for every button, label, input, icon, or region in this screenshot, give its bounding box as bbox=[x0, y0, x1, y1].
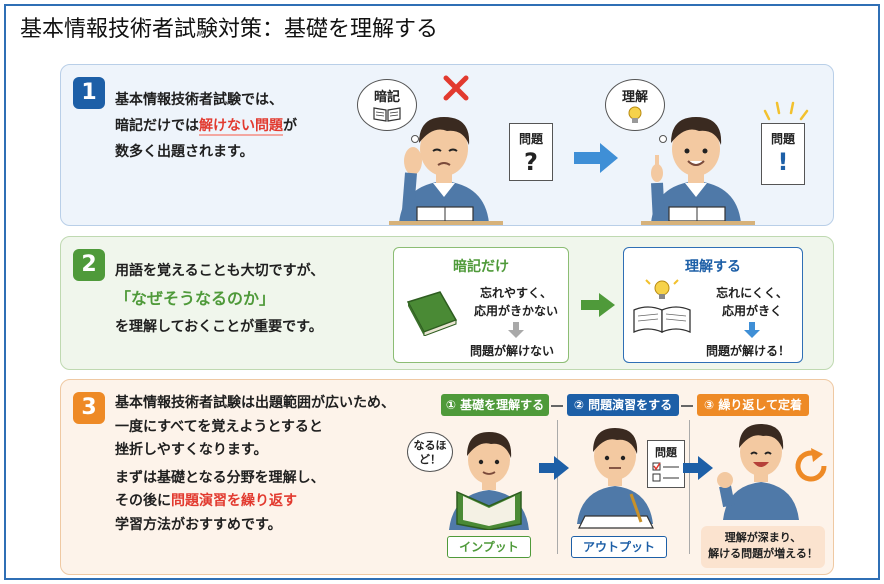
column-divider-1 bbox=[557, 420, 558, 554]
bubble-tail-dot bbox=[411, 135, 419, 143]
panel-3-line-5-pre: その後に bbox=[115, 493, 171, 509]
memorize-bubble-text: 暗記 bbox=[373, 90, 400, 105]
confused-student-illustration bbox=[399, 117, 489, 223]
understand-thought-bubble: 理解 bbox=[605, 79, 665, 131]
panel-1-highlight: 解けない問題 bbox=[199, 118, 283, 136]
understand-result: 問題が解ける！ bbox=[705, 344, 790, 358]
memorize-thought-bubble: 暗記 bbox=[357, 79, 417, 131]
panel-3-text: 基本情報技術者試験は出題範囲が広いため、 一度にすべてを覚えようとすると 挫折し… bbox=[115, 392, 395, 537]
blue-right-arrow-icon-1 bbox=[539, 456, 569, 480]
question-card-label: 問題 bbox=[518, 132, 543, 146]
result-box: 理解が深まり、 解ける問題が増える！ bbox=[701, 526, 825, 568]
step-pill-practice: ② 問題演習をする bbox=[567, 394, 679, 416]
exclamation-mark: ! bbox=[777, 148, 789, 176]
step-number-3: 3 bbox=[73, 392, 105, 424]
result-line-1: 理解が深まり、 bbox=[724, 531, 802, 544]
step-connector-1 bbox=[551, 405, 563, 407]
page-title: 基本情報技術者試験対策：基礎を理解する bbox=[20, 17, 439, 42]
panel-3-line-3: 挫折しやすくなります。 bbox=[115, 442, 268, 458]
panel-1-line-3: 数多く出題されます。 bbox=[115, 144, 254, 160]
understanding-student-illustration bbox=[651, 117, 741, 223]
question-card-solved: 問題 ! bbox=[761, 123, 805, 185]
problem-sheet: 問題 bbox=[647, 440, 685, 488]
solved-card-label: 問題 bbox=[770, 132, 795, 146]
panel-2-line-1: 用語を覚えることも大切ですが、 bbox=[115, 263, 325, 279]
panel-3-line-5: その後に問題演習を繰り返す bbox=[115, 490, 395, 514]
memorize-desc-2: 応用がきかない bbox=[473, 304, 558, 318]
panel-3-highlight: 問題演習を繰り返す bbox=[171, 493, 297, 509]
panel-1: 1 基本情報技術者試験では、 暗記だけでは解けない問題が 数多く出題されます。 … bbox=[60, 64, 834, 226]
question-card-unknown: 問題 ? bbox=[509, 123, 553, 181]
memorize-only-title: 暗記だけ bbox=[453, 259, 509, 275]
sparkle-icon bbox=[763, 101, 809, 121]
step-connector-2 bbox=[681, 405, 693, 407]
desk-right bbox=[641, 221, 755, 225]
memorize-result: 問題が解けない bbox=[469, 344, 554, 358]
understand-bubble-text: 理解 bbox=[621, 90, 648, 105]
understand-desc-1: 忘れにくく、 bbox=[716, 286, 788, 300]
panel-1-line-2-pre: 暗記だけでは bbox=[115, 118, 199, 134]
open-book-with-bulb-icon bbox=[633, 279, 691, 333]
understand-desc-2: 応用がきく bbox=[721, 304, 782, 318]
green-right-arrow-icon bbox=[581, 293, 615, 317]
student-reading-illustration bbox=[449, 432, 529, 530]
panel-2: 2 用語を覚えることも大切ですが、 「なぜそうなるのか」 を理解しておくことが重… bbox=[60, 236, 834, 370]
naruhodo-bubble: なるほど！ bbox=[407, 432, 453, 472]
understand-title: 理解する bbox=[685, 259, 741, 275]
memorize-desc-1: 忘れやすく、 bbox=[479, 286, 552, 300]
step-pill-repeat: ③ 繰り返して定着 bbox=[697, 394, 809, 416]
panel-3: 3 基本情報技術者試験は出題範囲が広いため、 一度にすべてを覚えようとすると 挫… bbox=[60, 379, 834, 575]
column-divider-2 bbox=[689, 420, 690, 554]
slide-frame: 基本情報技術者試験対策：基礎を理解する 1 基本情報技術者試験では、 暗記だけで… bbox=[4, 4, 880, 580]
blue-right-arrow-icon-2 bbox=[683, 456, 713, 480]
right-arrow-icon bbox=[574, 143, 618, 173]
panel-3-line-6: 学習方法がおすすめです。 bbox=[115, 516, 282, 533]
book-icon bbox=[373, 107, 401, 122]
panel-1-text: 基本情報技術者試験では、 暗記だけでは解けない問題が 数多く出題されます。 bbox=[115, 87, 297, 165]
panel-1-line-2: 暗記だけでは解けない問題が bbox=[115, 113, 297, 139]
output-tag: アウトプット bbox=[571, 536, 667, 558]
step-pill-understand: ① 基礎を理解する bbox=[441, 394, 549, 416]
student-writing-illustration bbox=[577, 428, 654, 529]
problem-sheet-label: 問題 bbox=[655, 446, 677, 459]
repeat-cycle-icon bbox=[795, 448, 827, 482]
down-arrow-icon bbox=[508, 322, 524, 338]
light-bulb-icon bbox=[628, 106, 642, 123]
panel-3-line-2: 一度にすべてを覚えようとすると bbox=[115, 418, 323, 435]
panel-2-text: 用語を覚えることも大切ですが、 「なぜそうなるのか」 を理解しておくことが重要で… bbox=[115, 257, 324, 341]
cross-mark-icon bbox=[443, 75, 469, 101]
input-tag: インプット bbox=[447, 536, 531, 558]
panel-1-line-2-post: が bbox=[283, 118, 297, 134]
panel-3-line-1: 基本情報技術者試験は出題範囲が広いため、 bbox=[115, 395, 395, 411]
question-mark: ? bbox=[524, 148, 538, 176]
desk-left bbox=[389, 221, 503, 225]
result-line-2: 解ける問題が増える！ bbox=[708, 547, 818, 560]
bubble-tail-dot-right bbox=[659, 135, 667, 143]
student-success-illustration bbox=[717, 424, 799, 520]
panel-3-line-4: まずは基礎となる分野を理解し、 bbox=[115, 469, 325, 486]
panel-2-line-3: を理解しておくことが重要です。 bbox=[115, 319, 323, 335]
panel-2-line-2: 「なぜそうなるのか」 bbox=[115, 289, 276, 308]
step-number-1: 1 bbox=[73, 77, 105, 109]
blue-down-arrow-icon bbox=[744, 322, 760, 338]
understand-box: 理解する 忘れにくく、 応用がきく 問題が解ける！ bbox=[623, 247, 803, 363]
memorize-only-box: 暗記だけ 忘れやすく、 応用がきかない 問題が解けない bbox=[393, 247, 569, 363]
panel-1-line-1: 基本情報技術者試験では、 bbox=[115, 92, 283, 108]
closed-book-icon bbox=[406, 291, 458, 336]
checklist-icon bbox=[652, 462, 679, 482]
step-number-2: 2 bbox=[73, 249, 105, 281]
